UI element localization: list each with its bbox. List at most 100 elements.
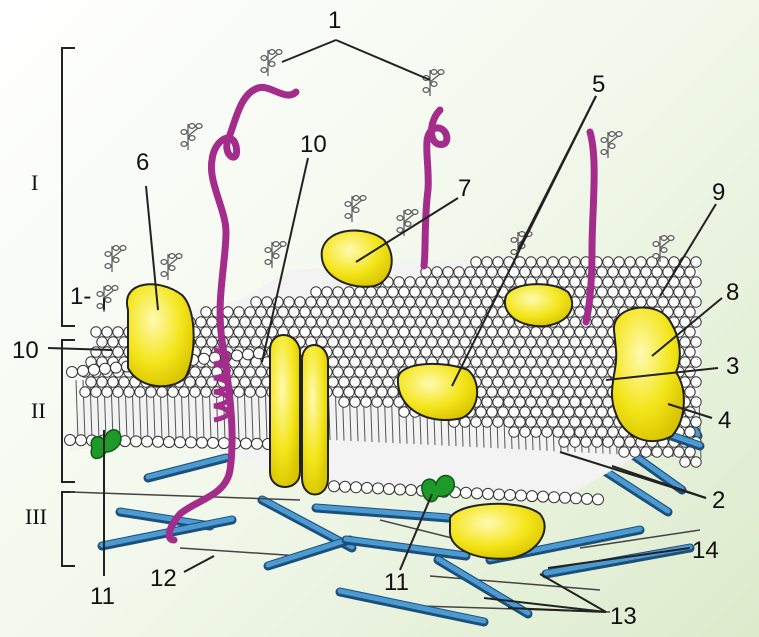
lipid-head (438, 297, 448, 307)
lipid-head (520, 387, 530, 397)
lipid-head (124, 387, 134, 397)
lipid-head (443, 307, 453, 317)
lipid-head (614, 297, 624, 307)
lipid-head (553, 267, 563, 277)
lipid-head (542, 367, 552, 377)
lipid-head (175, 437, 186, 448)
label-12: 12 (150, 565, 177, 592)
lipid-head (471, 257, 481, 267)
lipid-head (476, 367, 486, 377)
lipid-head (630, 287, 640, 297)
lipid-head (483, 488, 494, 499)
lipid-head (570, 417, 580, 427)
lipid-head (509, 407, 519, 417)
lipid-head (564, 367, 574, 377)
lipid-head (593, 494, 604, 505)
lipid-head (487, 327, 497, 337)
lipid-head (432, 347, 442, 357)
lipid-head (449, 277, 459, 287)
lipid-head (482, 297, 492, 307)
lipid-head (603, 437, 613, 447)
lipid-head (559, 337, 569, 347)
lipid-head (351, 482, 362, 493)
lipid-head (311, 287, 321, 297)
lipid-head (67, 367, 78, 378)
lipid-head (674, 287, 684, 297)
lipid-head (560, 492, 571, 503)
lipid-head (465, 327, 475, 337)
lipid-head (256, 327, 266, 337)
lipid-head (427, 297, 437, 307)
lipid-head (531, 267, 541, 277)
glycoprotein-right (586, 132, 594, 322)
lipid-head (465, 287, 475, 297)
lipid-head (548, 257, 558, 267)
lipid-head (509, 327, 519, 337)
lipid-head (234, 307, 244, 317)
lipid-head (361, 357, 371, 367)
lipid-head (251, 297, 261, 307)
lipid-head (454, 287, 464, 297)
lipid-head (586, 407, 596, 417)
lipid-head (564, 387, 574, 397)
lipid-head (328, 317, 338, 327)
lipid-head (465, 267, 475, 277)
lipid-head (449, 317, 459, 327)
lipid-head (300, 327, 310, 337)
lipid-head (449, 297, 459, 307)
lipid-head (361, 377, 371, 387)
lipid-head (582, 493, 593, 504)
lipid-head (399, 307, 409, 317)
lipid-head (498, 367, 508, 377)
lipid-head (416, 277, 426, 287)
lipid-head (625, 277, 635, 287)
lipid-head (487, 387, 497, 397)
lipid-head (86, 377, 96, 387)
lipid-head (471, 357, 481, 367)
lipid-head (443, 287, 453, 297)
lipid-head (520, 347, 530, 357)
lipid-head (355, 307, 365, 317)
lipid-head (586, 387, 596, 397)
lipid-head (394, 337, 404, 347)
lipid-head (619, 287, 629, 297)
lipid-head (504, 417, 514, 427)
lipid-head (399, 347, 409, 357)
lipid-head (553, 367, 563, 377)
lipid-head (361, 337, 371, 347)
lipid-head (515, 337, 525, 347)
lipid-head (575, 287, 585, 297)
lipid-head (427, 277, 437, 287)
lipid-head (636, 297, 646, 307)
lipid-head (350, 317, 360, 327)
carbohydrate-chain (397, 210, 418, 236)
lipid-head (241, 438, 252, 449)
lipid-head (603, 257, 613, 267)
lipid-head (306, 297, 316, 307)
lipid-head (196, 337, 206, 347)
lipid-head (322, 327, 332, 337)
lipid-head (592, 397, 602, 407)
lipid-head (652, 267, 662, 277)
lipid-head (383, 357, 393, 367)
lipid-head (355, 347, 365, 357)
lipid-head (548, 357, 558, 367)
lipid-head (197, 437, 208, 448)
lipid-head (548, 397, 558, 407)
lipid-head (410, 347, 420, 357)
lipid-head (355, 327, 365, 337)
lipid-head (383, 317, 393, 327)
lipid-head (537, 337, 547, 347)
lipid-head (438, 277, 448, 287)
lipid-head (663, 447, 673, 457)
lipid-head (284, 317, 294, 327)
lipid-head (493, 357, 503, 367)
lipid-head (344, 287, 354, 297)
lipid-head (691, 397, 701, 407)
lipid-head (388, 367, 398, 377)
lipid-head (548, 417, 558, 427)
microfilament (430, 576, 600, 590)
lipid-head (630, 267, 640, 277)
carbohydrate-chain (181, 124, 202, 150)
lipid-head (377, 307, 387, 317)
